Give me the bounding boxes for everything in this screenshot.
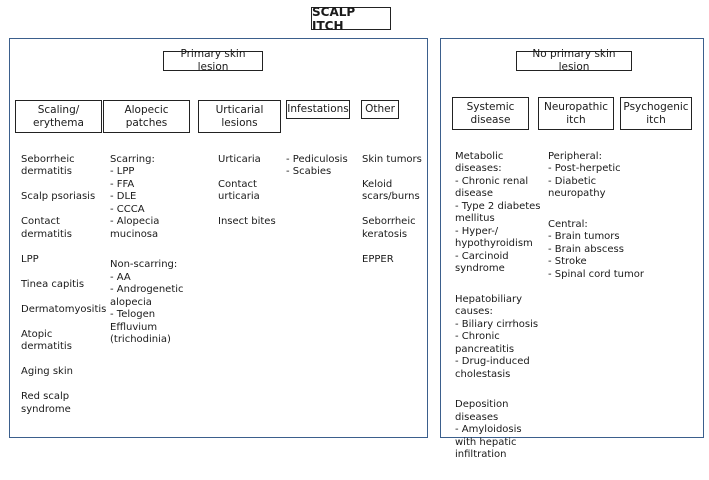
list-section: Scarring: - LPP - FFA - DLE - CCCA - Alo…	[110, 153, 160, 240]
list-item: Tinea capitis	[21, 278, 85, 290]
list-item: Keloid scars/burns	[362, 178, 420, 203]
list-item: Dermatomyositis	[21, 303, 107, 315]
list-item: Insect bites	[218, 216, 276, 227]
no-primary-lesion-header: No primary skin lesion	[516, 48, 632, 73]
list-section: Non-scarring: - AA - Androgenetic alopec…	[110, 259, 184, 345]
list-section: Central: - Brain tumors - Brain abscess …	[548, 218, 644, 280]
list-item: - Pediculosis - Scabies	[286, 153, 348, 178]
category-infestations: Infestations	[286, 100, 350, 119]
neuropathic-itch-list: Peripheral: - Post-herpetic - Diabetic n…	[548, 138, 648, 299]
scaling-erythema-list: Seborrheic dermatitis Scalp psoriasis Co…	[21, 141, 107, 429]
list-item: EPPER	[362, 253, 394, 265]
list-item: Atopic dermatitis	[21, 328, 72, 353]
primary-lesion-panel	[9, 38, 428, 438]
list-section: Metabolic diseases: - Chronic renal dise…	[455, 150, 541, 275]
no-primary-lesion-panel	[440, 38, 704, 438]
diagram-title: SCALP ITCH	[311, 5, 391, 33]
list-item: Scalp psoriasis	[21, 191, 96, 202]
primary-lesion-header: Primary skin lesion	[163, 48, 263, 73]
list-item: Red scalp syndrome	[21, 391, 71, 415]
alopecic-patches-list: Scarring: - LPP - FFA - DLE - CCCA - Alo…	[110, 141, 196, 365]
category-scaling-erythema: Scaling/ erythema	[15, 100, 102, 133]
infestations-list: - Pediculosis - Scabies	[286, 141, 356, 191]
category-psychogenic-itch: Psychogenic itch	[620, 97, 692, 130]
list-item: Aging skin	[21, 366, 73, 377]
category-neuropathic-itch: Neuropathic itch	[538, 97, 614, 130]
list-item: LPP	[21, 253, 39, 265]
other-list: Skin tumors Keloid scars/burns Seborrhei…	[362, 141, 426, 279]
urticarial-lesions-list: Urticaria Contact urticaria Insect bites	[218, 141, 284, 241]
list-section: Hepatobiliary causes: - Biliary cirrhosi…	[455, 293, 539, 380]
list-section: Peripheral: - Post-herpetic - Diabetic n…	[548, 150, 621, 200]
systemic-disease-list: Metabolic diseases: - Chronic renal dise…	[455, 138, 555, 480]
category-urticarial-lesions: Urticarial lesions	[198, 100, 281, 133]
category-alopecic-patches: Alopecic patches	[103, 100, 190, 133]
list-item: Urticaria	[218, 153, 261, 165]
list-item: Seborrheic dermatitis	[21, 153, 75, 178]
list-item: Skin tumors	[362, 153, 422, 165]
category-other: Other	[361, 100, 399, 119]
list-item: Contact dermatitis	[21, 216, 72, 240]
category-systemic-disease: Systemic disease	[452, 97, 529, 130]
list-section: Deposition diseases - Amyloidosis with h…	[455, 399, 522, 460]
list-item: Contact urticaria	[218, 178, 260, 203]
list-item: Seborrheic keratosis	[362, 216, 416, 240]
